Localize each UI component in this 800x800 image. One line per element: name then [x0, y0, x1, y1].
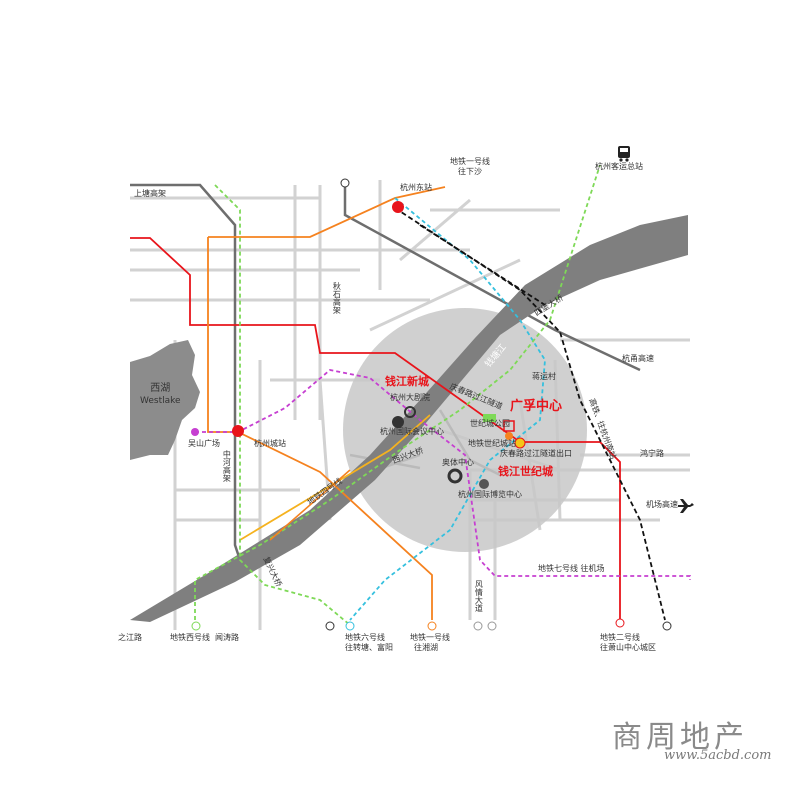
zhijiang-label: 之江路 [118, 633, 142, 642]
badge-rail [662, 621, 672, 631]
metro1-north-dir: 往下沙 [458, 167, 482, 176]
badge-metro2 [615, 618, 625, 628]
west-lake [130, 340, 200, 460]
line-end-badges [191, 178, 672, 631]
metro-line-6 [349, 197, 546, 621]
lake-en: Westlake [140, 395, 181, 406]
hongning-label: 鸿宁路 [640, 449, 664, 458]
zhonghe-label: 中河高架 [222, 450, 232, 482]
century-station-marker [514, 437, 526, 449]
bus-station-label: 杭州客运总站 [595, 162, 643, 171]
metro7-label: 地铁七号线 往机场 [538, 564, 605, 573]
west-line-label: 地铁西号线 [170, 633, 210, 642]
conf-center-label: 杭州国际会议中心 [380, 427, 444, 436]
bus-icon [618, 146, 630, 162]
badge-metro4 [325, 621, 335, 631]
badge-metro6 [345, 621, 355, 631]
watermark-url: www.5acbd.com [664, 748, 772, 763]
east-station-label: 杭州东站 [400, 183, 432, 192]
metro-lines [130, 164, 691, 626]
qiushi-label: 秋石高架 [332, 282, 342, 314]
metro2-label: 地铁二号线 [600, 633, 640, 642]
metro-line-7 [195, 369, 691, 580]
metro-line-4-south [207, 237, 433, 620]
airplane-icon [678, 499, 694, 513]
metro-marker-square [505, 432, 513, 440]
focus-zone [343, 308, 587, 552]
metro1-south-label: 地铁一号线 [410, 633, 450, 642]
west-line [214, 184, 351, 626]
lake-label: 西湖 Westlake [140, 383, 181, 407]
stations [191, 201, 526, 489]
metro1-north-label: 地铁一号线 [450, 157, 490, 166]
wushan-marker [191, 428, 199, 436]
rail-line [394, 207, 666, 621]
airport-hw-label: 机场高速 [646, 500, 678, 509]
metro2-dir-label: 往萧山中心城区 [600, 643, 656, 652]
watermark-title: 商周地产 [612, 720, 748, 755]
expo-label: 杭州国际博览中心 [458, 490, 522, 499]
theater-marker [392, 416, 404, 428]
wushan-label: 吴山广场 [188, 439, 220, 448]
orange-links [269, 469, 351, 541]
metro6-label: 地铁六号线 [345, 633, 385, 642]
badge-fengqing-a [473, 621, 483, 631]
west-line-east [194, 164, 601, 620]
minhai-label: 闻涛路 [215, 633, 239, 642]
east-station-marker [392, 201, 404, 213]
tunnel-exit-label: 庆春路过江隧道出口 [500, 449, 572, 458]
badge-metro1-south [427, 621, 437, 631]
badge-fengqing-b [487, 621, 497, 631]
century-park-marker [483, 414, 496, 422]
badge-west [191, 621, 201, 631]
square-label: 广孚中心 [510, 399, 563, 414]
qiantang-river [130, 215, 688, 622]
expo-marker [479, 479, 489, 489]
square-marker [503, 420, 515, 432]
shangtang-label: 上塘高架 [134, 189, 166, 198]
metro-line-1 [130, 237, 621, 620]
sports-label: 奥体中心 [442, 458, 474, 467]
metro6-dir-label: 往转塘、富阳 [345, 643, 393, 652]
lake-cn: 西湖 [150, 383, 171, 394]
badge-metro1-north [340, 178, 350, 188]
city-station-label: 杭州城站 [254, 439, 286, 448]
fengqing-label: 风情大道 [474, 580, 484, 612]
century-park-label: 世纪城公园 [470, 419, 510, 428]
metro-line-4-yellow [239, 414, 431, 541]
century-station-label: 地铁世纪城站 [468, 439, 516, 448]
grand-theater-glyph [404, 406, 416, 418]
rail-line-2 [419, 224, 546, 306]
metro-line-4 [208, 186, 446, 238]
metro1-south-dir-label: 往湘湖 [414, 643, 438, 652]
qianjiang-new-label: 钱江新城 [385, 375, 429, 388]
century-city-label: 钱江世纪城 [498, 465, 553, 478]
sports-marker [447, 468, 463, 484]
city-station-marker [232, 425, 244, 437]
jiangcun-label: 蒋运村 [532, 372, 556, 381]
grand-theater-label: 杭州大剧院 [390, 393, 430, 402]
hangyong-label: 杭甬高速 [622, 354, 654, 363]
